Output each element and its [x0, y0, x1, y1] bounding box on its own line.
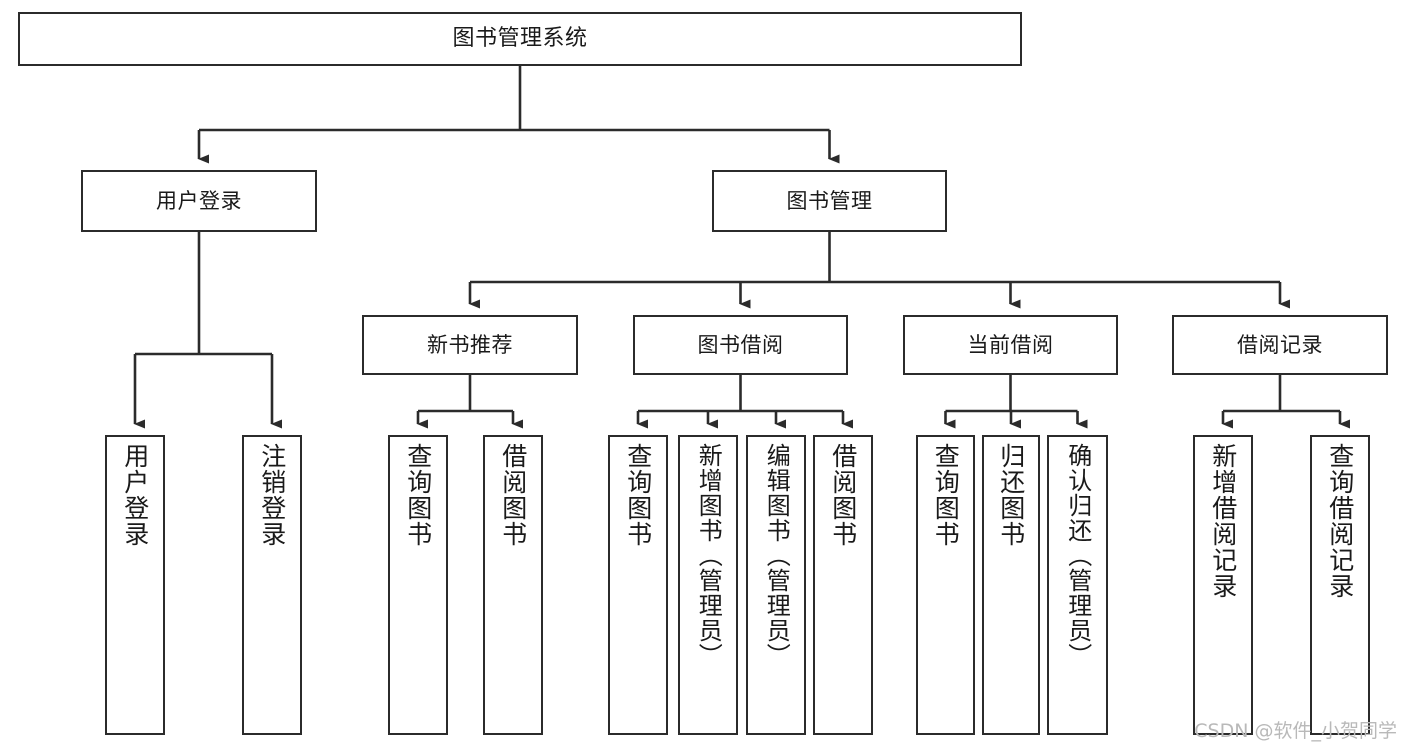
watermark-text: CSDN @软件_小贺同学: [1194, 720, 1397, 742]
node-label: 查询图书: [623, 443, 653, 547]
node-label: 当前借阅: [967, 332, 1054, 357]
node-label: 借阅图书: [828, 443, 858, 547]
node-leaf-borrow-3[interactable]: 编辑图书（管理员）: [746, 435, 806, 735]
node-borrow[interactable]: 图书借阅: [633, 315, 848, 375]
node-label: 图书借阅: [697, 332, 784, 357]
node-label: 确认归还（管理员）: [1063, 443, 1092, 668]
node-label: 查询图书: [931, 443, 961, 547]
node-label: 图书管理: [786, 188, 873, 213]
node-leaf-cur-1[interactable]: 查询图书: [916, 435, 975, 735]
node-leaf-new-1[interactable]: 查询图书: [388, 435, 448, 735]
node-leaf-cur-3[interactable]: 确认归还（管理员）: [1047, 435, 1108, 735]
node-label: 编辑图书（管理员）: [762, 443, 791, 668]
node-label: 归还图书: [996, 443, 1026, 547]
node-label: 注销登录: [257, 443, 287, 547]
node-root[interactable]: 图书管理系统: [18, 12, 1022, 66]
node-leaf-login-2[interactable]: 注销登录: [242, 435, 302, 735]
node-records[interactable]: 借阅记录: [1172, 315, 1388, 375]
node-newbook[interactable]: 新书推荐: [362, 315, 578, 375]
node-leaf-cur-2[interactable]: 归还图书: [982, 435, 1040, 735]
node-leaf-new-2[interactable]: 借阅图书: [483, 435, 543, 735]
node-login[interactable]: 用户登录: [81, 170, 317, 232]
node-label: 借阅图书: [498, 443, 528, 547]
node-label: 新书推荐: [427, 332, 513, 357]
node-bookmgmt[interactable]: 图书管理: [712, 170, 947, 232]
node-label: 用户登录: [120, 443, 150, 547]
node-leaf-borrow-1[interactable]: 查询图书: [608, 435, 668, 735]
node-label: 查询借阅记录: [1325, 443, 1355, 599]
node-leaf-borrow-2[interactable]: 新增图书（管理员）: [678, 435, 738, 735]
node-leaf-borrow-4[interactable]: 借阅图书: [813, 435, 873, 735]
node-label: 新增借阅记录: [1208, 443, 1238, 599]
node-current[interactable]: 当前借阅: [903, 315, 1118, 375]
node-label: 图书管理系统: [452, 26, 588, 52]
node-label: 借阅记录: [1237, 332, 1323, 357]
node-label: 查询图书: [403, 443, 433, 547]
node-leaf-rec-1[interactable]: 新增借阅记录: [1193, 435, 1253, 735]
node-leaf-rec-2[interactable]: 查询借阅记录: [1310, 435, 1370, 735]
node-label: 新增图书（管理员）: [694, 443, 723, 668]
node-label: 用户登录: [156, 188, 242, 213]
node-leaf-login-1[interactable]: 用户登录: [105, 435, 165, 735]
